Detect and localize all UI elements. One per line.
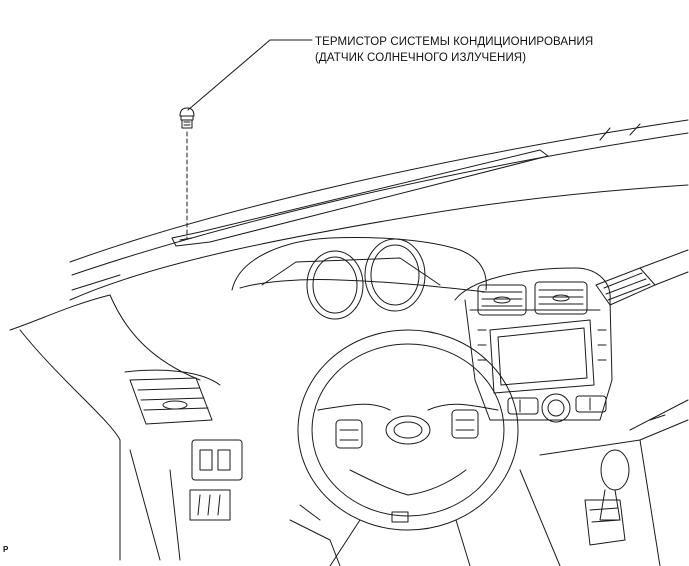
right-lower-trim [630,400,688,440]
sensor-callout-label: ТЕРМИСТОР СИСТЕМЫ КОНДИЦИОНИРОВАНИЯ (ДАТ… [315,34,593,66]
navigation-display [478,320,606,393]
lower-left-switch-panel [190,440,242,520]
figure-id: P [3,545,9,554]
gear-shift [520,440,660,566]
steering-wheel [298,330,518,530]
gauge-right [365,239,425,311]
climate-controls [508,394,606,422]
instrument-cluster-hood [232,238,486,293]
gauge-left [307,251,363,319]
callout-line-1: ТЕРМИСТОР СИСТЕМЫ КОНДИЦИОНИРОВАНИЯ [315,36,594,48]
solar-sensor-part [180,108,194,128]
center-vent-right [535,282,587,314]
center-vent-left [478,285,526,315]
dashboard-left-side [10,295,200,560]
callout-line-2: (ДАТЧИК СОЛНЕЧНОГО ИЗЛУЧЕНИЯ) [315,52,527,64]
steering-column [290,505,470,566]
callout-leader-line [188,40,312,110]
right-side-vent [596,250,688,305]
dashboard-top [70,120,688,300]
left-side-vent [125,370,220,424]
